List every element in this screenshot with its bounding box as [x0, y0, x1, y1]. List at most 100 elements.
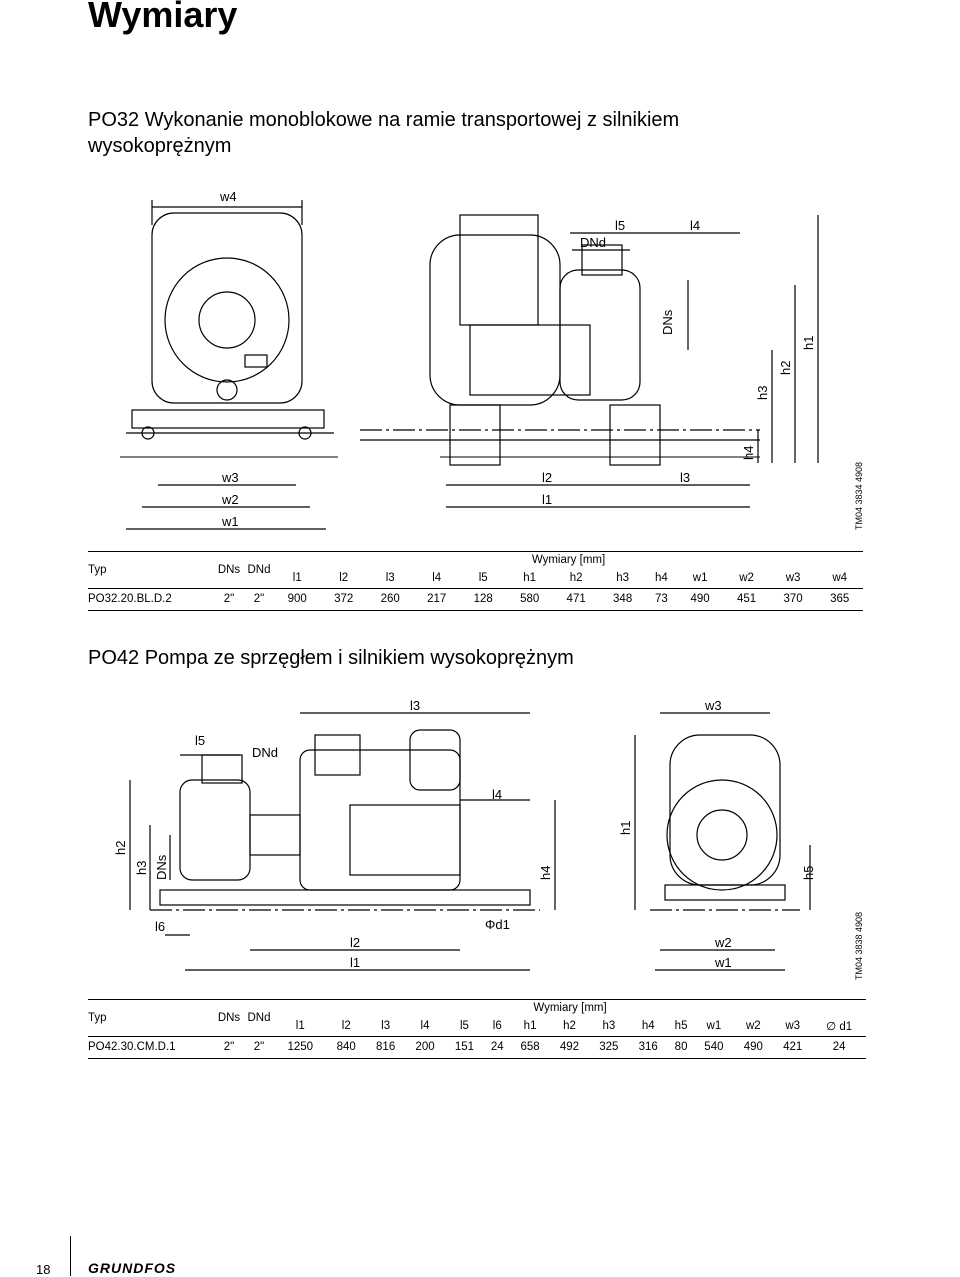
dim-value-cell: 580 [520, 593, 540, 605]
dim-header-cell: l4 [432, 571, 442, 584]
po42-label-h2: h2 [113, 841, 128, 855]
dim-header-cell: l5 [478, 571, 488, 584]
type-cell: PO32.20.BL.D.2 [88, 593, 172, 605]
po32-label-l5: l5 [615, 218, 625, 233]
dim-value-cell: 900 [287, 593, 307, 605]
dim-value-cell: 80 [674, 1041, 688, 1053]
po42-label-l5: l5 [195, 733, 205, 748]
dnd-cell: 2" [253, 593, 265, 605]
dim-value-cell: 200 [415, 1041, 435, 1053]
po32-col-dnd: DNd [247, 563, 271, 576]
section2-title: PO42 Pompa ze sprzęgłem i silnikiem wyso… [88, 647, 574, 669]
dim-header-cell: w1 [692, 571, 708, 584]
po42-label-l4: l4 [492, 787, 502, 802]
dim-header-cell: w3 [785, 571, 801, 584]
dim-value-cell: 451 [737, 593, 757, 605]
po42-dimension-drawing: l3 w3 l5 DNd l4 h1 h2 h3 DNs h4 h5 l6 Φd… [113, 698, 864, 980]
dim-header-cell: h5 [674, 1019, 688, 1032]
po32-side-engine-head [459, 214, 539, 326]
po42-label-w1: w1 [714, 955, 732, 970]
po32-drawing-code: TM04 3834 4908 [854, 462, 864, 530]
po32-label-l3: l3 [680, 470, 690, 485]
po42-col-dnd: DNd [247, 1011, 271, 1024]
po42-label-h1: h1 [618, 821, 633, 835]
po32-front-engine-outline [151, 212, 303, 404]
po32-col-typ: Typ [88, 563, 107, 576]
po42-side-pump [179, 779, 251, 881]
po32-label-h1: h1 [801, 336, 816, 350]
po32-label-h2: h2 [778, 361, 793, 375]
po32-label-w3: w3 [221, 470, 239, 485]
po32-label-w2: w2 [221, 492, 239, 507]
dim-value-cell: 372 [334, 593, 354, 605]
dim-value-cell: 540 [704, 1041, 724, 1053]
dim-value-cell: 658 [520, 1041, 540, 1053]
page-number: 18 [36, 1262, 51, 1277]
dim-value-cell: 1250 [287, 1041, 314, 1053]
po42-label-h3: h3 [134, 861, 149, 875]
po32-label-h4: h4 [741, 446, 756, 460]
footer-divider [70, 1236, 71, 1276]
po32-front-pump-body [164, 257, 290, 383]
dim-header-cell: h4 [641, 1019, 655, 1032]
po32-side-pump [559, 269, 641, 401]
po42-col-dns: DNs [217, 1011, 241, 1024]
po32-label-dnd: DNd [580, 235, 606, 250]
dnd-cell: 2" [253, 1041, 265, 1053]
dim-header-cell: w2 [739, 571, 754, 584]
dim-value-cell: 24 [490, 1041, 504, 1053]
dim-header-cell: w4 [832, 571, 848, 584]
po32-label-w4: w4 [219, 189, 237, 204]
po32-label-l4: l4 [690, 218, 700, 233]
dim-header-cell: w1 [706, 1019, 722, 1032]
dim-value-cell: 73 [654, 593, 668, 605]
dim-header-cell: l4 [420, 1019, 430, 1032]
dim-header-cell: h2 [569, 571, 583, 584]
po42-drawing-code: TM04 3838 4908 [854, 912, 864, 980]
dim-header-cell: l3 [381, 1019, 391, 1032]
dim-header-cell: h3 [616, 571, 630, 584]
dim-value-cell: 348 [613, 593, 633, 605]
po32-label-l2: l2 [542, 470, 552, 485]
po42-label-l1: l1 [350, 955, 360, 970]
dim-header-cell: l2 [339, 571, 349, 584]
dim-value-cell: 325 [599, 1041, 619, 1053]
po42-label-l3: l3 [410, 698, 420, 713]
dim-header-cell: h4 [654, 571, 668, 584]
dim-header-cell: l1 [292, 571, 302, 584]
dim-value-cell: 490 [743, 1041, 763, 1053]
dim-value-cell: 365 [830, 593, 850, 605]
dim-value-cell: 217 [427, 593, 447, 605]
po32-group-header: Wymiary [mm] [531, 554, 606, 566]
dim-value-cell: 490 [690, 593, 710, 605]
dim-value-cell: 24 [832, 1041, 846, 1053]
dim-header-cell: l6 [492, 1019, 502, 1032]
po42-label-l6: l6 [155, 919, 165, 934]
type-cell: PO42.30.CM.D.1 [88, 1041, 176, 1053]
dim-header-cell: l5 [459, 1019, 469, 1032]
dim-header-cell: l3 [385, 571, 395, 584]
po42-label-h4: h4 [538, 866, 553, 880]
dim-value-cell: 421 [783, 1041, 803, 1053]
po32-label-l1: l1 [542, 492, 552, 507]
dim-header-cell: ∅ d1 [826, 1020, 853, 1033]
dns-cell: 2" [223, 1041, 235, 1053]
po42-side-frame [159, 889, 531, 906]
po42-label-l2: l2 [350, 935, 360, 950]
po32-col-dns: DNs [217, 563, 241, 576]
po32-label-h3: h3 [755, 386, 770, 400]
dim-value-cell: 370 [783, 593, 803, 605]
dim-header-cell: h2 [563, 1019, 576, 1032]
dim-value-cell: 816 [376, 1041, 396, 1053]
po42-group-header: Wymiary [mm] [533, 1002, 607, 1014]
dns-cell: 2" [223, 593, 235, 605]
po42-label-h5: h5 [801, 866, 816, 880]
dim-value-cell: 316 [638, 1041, 658, 1053]
po42-col-typ: Typ [88, 1011, 107, 1024]
po32-label-dns: DNs [660, 309, 675, 335]
dim-value-cell: 128 [473, 593, 493, 605]
dim-value-cell: 151 [454, 1041, 474, 1053]
dim-header-cell: w3 [785, 1019, 801, 1032]
section1-title-line1: PO32 Wykonanie monoblokowe na ramie tran… [88, 109, 680, 131]
